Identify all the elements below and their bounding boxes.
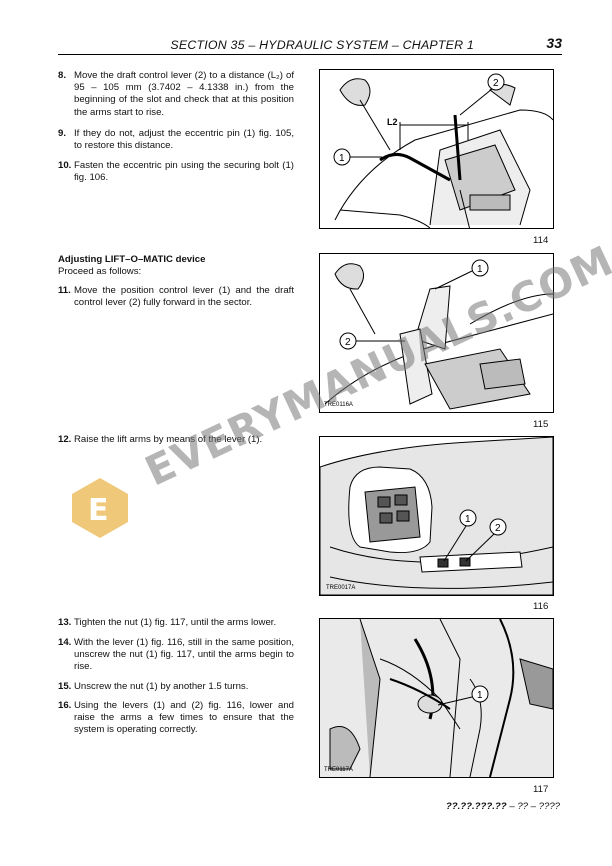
svg-text:2: 2: [495, 523, 501, 534]
callout-1: 1: [437, 685, 489, 706]
subsection-title: Adjusting LIFT–O–MATIC device: [58, 254, 206, 265]
figure-code: TRE0116A: [324, 402, 353, 408]
dimension-label: L2: [387, 117, 398, 127]
step-number: 16.: [58, 700, 72, 711]
figure-115-number: 115: [533, 419, 549, 430]
figure-116-number: 116: [533, 601, 549, 612]
step-number: 8.: [58, 70, 67, 81]
svg-text:2: 2: [345, 337, 351, 348]
step-text: Move the position control lever (1) and …: [74, 285, 294, 309]
figure-115-image: 1 2 TRE0116A: [319, 253, 554, 413]
step-number: 15.: [58, 681, 72, 692]
step-15: 15. Unscrew the nut (1) by another 1.5 t…: [58, 681, 294, 693]
step-13: 13. Tighten the nut (1) fig. 117, until …: [58, 617, 294, 629]
callout-2: 2: [339, 332, 405, 350]
step-text: With the lever (1) fig. 116, still in th…: [74, 637, 294, 673]
step-number: 12.: [58, 434, 72, 445]
step-number: 11.: [58, 285, 71, 296]
figure-116-image: 1 2 TRE0017A: [319, 436, 554, 596]
figure-114-number: 114: [533, 235, 549, 246]
step-text: Raise the lift arms by means of the leve…: [74, 434, 263, 445]
figure-code: TRE0117A: [324, 767, 353, 773]
footer-code: ??.??.???.??: [445, 801, 507, 812]
subsection-heading: Adjusting LIFT–O–MATIC device Proceed as…: [58, 254, 298, 278]
step-number: 13.: [58, 617, 72, 628]
page-header: SECTION 35 – HYDRAULIC SYSTEM – CHAPTER …: [58, 35, 562, 55]
svg-text:2: 2: [493, 78, 499, 89]
callout-1: 1: [333, 148, 382, 166]
figure-117-number: 117: [533, 784, 549, 795]
svg-text:E: E: [88, 493, 109, 528]
svg-text:1: 1: [465, 514, 471, 525]
step-text: Move the draft control lever (2) to a di…: [74, 70, 294, 118]
step-text: Using the levers (1) and (2) fig. 116, l…: [74, 700, 294, 736]
step-text: Fasten the eccentric pin using the secur…: [74, 160, 294, 184]
step-11: 11. Move the position control lever (1) …: [58, 285, 294, 309]
step-number: 10.: [58, 160, 72, 171]
step-12: 12. Raise the lift arms by means of the …: [58, 434, 318, 446]
callout-2: 2: [465, 518, 507, 562]
step-10: 10. Fasten the eccentric pin using the s…: [58, 160, 294, 184]
figure-code: TRE0017A: [326, 585, 355, 591]
step-text: If they do not, adjust the eccentric pin…: [74, 128, 294, 152]
step-16: 16. Using the levers (1) and (2) fig. 11…: [58, 700, 294, 737]
step-text: Tighten the nut (1) fig. 117, until the …: [74, 617, 277, 628]
callout-1: 1: [434, 259, 489, 290]
footer-rest: – ?? – ????: [509, 801, 560, 812]
figure-114-image: L2 1 2: [319, 69, 554, 229]
watermark-logo: E: [72, 478, 128, 538]
section-title: SECTION 35 – HYDRAULIC SYSTEM – CHAPTER …: [170, 38, 474, 52]
figure-117-image: 1 TRE0117A: [319, 618, 554, 778]
svg-text:1: 1: [477, 690, 483, 701]
step-text: Unscrew the nut (1) by another 1.5 turns…: [74, 681, 249, 692]
svg-text:1: 1: [339, 153, 345, 164]
callout-2: 2: [459, 73, 505, 116]
page-number: 33: [546, 35, 562, 51]
step-14: 14. With the lever (1) fig. 116, still i…: [58, 637, 294, 674]
step-8: 8. Move the draft control lever (2) to a…: [58, 70, 294, 119]
step-number: 14.: [58, 637, 72, 648]
page-footer: ??.??.???.?? – ?? – ????: [446, 801, 560, 812]
step-9: 9. If they do not, adjust the eccentric …: [58, 128, 294, 152]
subsection-intro: Proceed as follows:: [58, 266, 142, 278]
callout-1: 1: [443, 509, 477, 562]
svg-text:1: 1: [477, 264, 483, 275]
step-number: 9.: [58, 128, 67, 139]
